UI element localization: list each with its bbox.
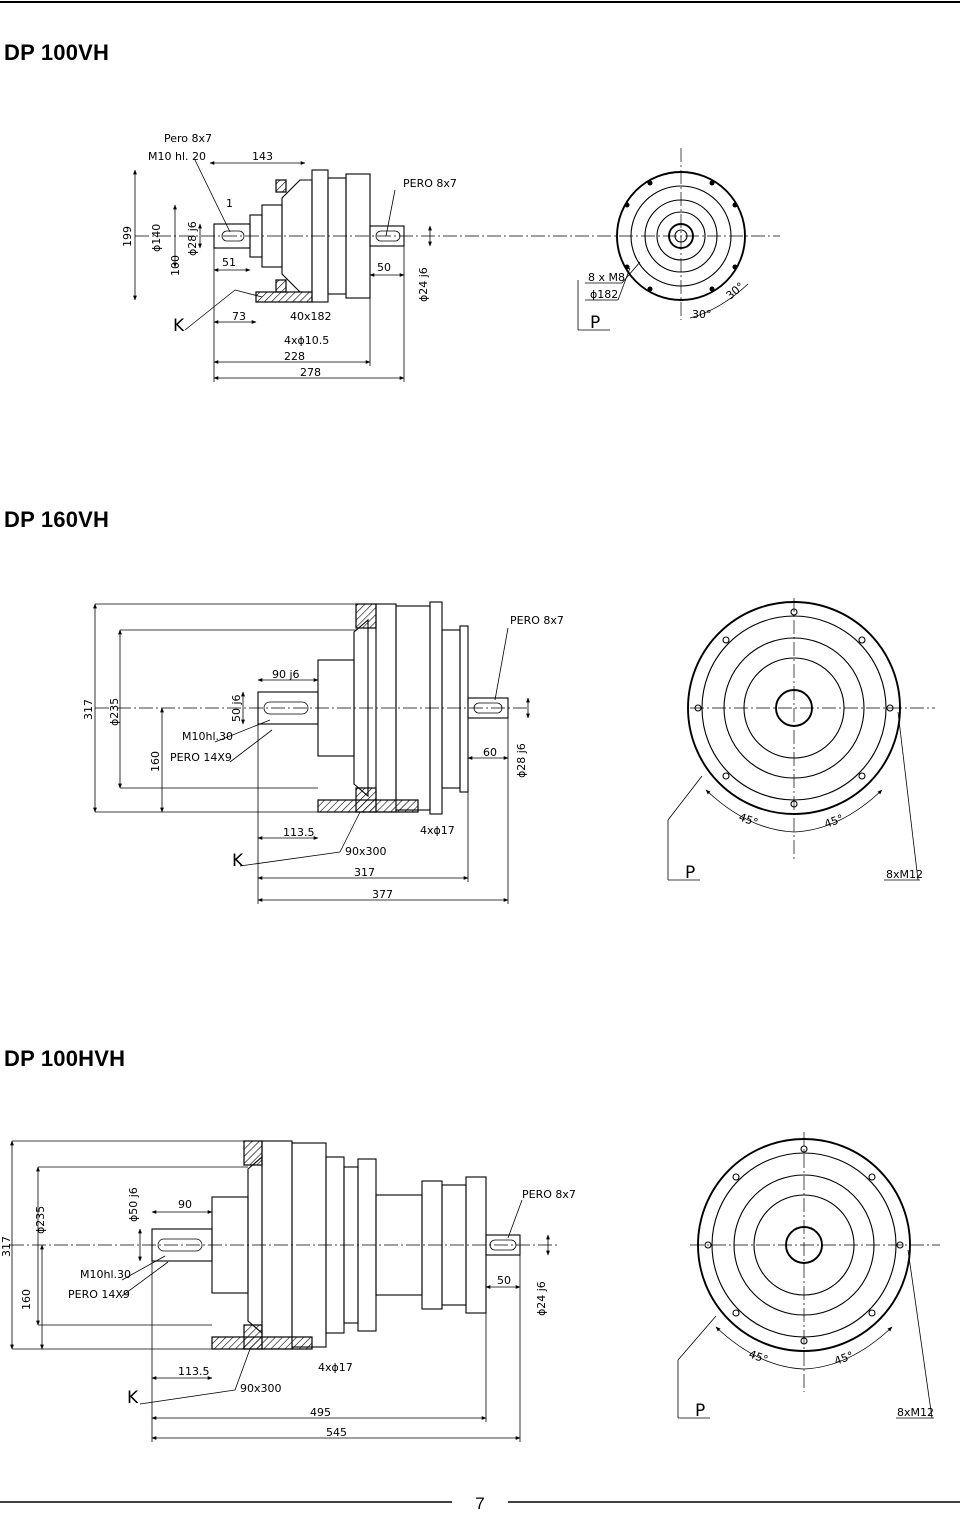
svg-text:P: P xyxy=(685,863,695,883)
svg-text:50: 50 xyxy=(497,1274,511,1287)
svg-text:M10hl.30: M10hl.30 xyxy=(80,1268,131,1281)
svg-text:317: 317 xyxy=(82,699,95,720)
svg-text:PERO 14X9: PERO 14X9 xyxy=(68,1288,130,1301)
dp100vh-side-labels: Pero 8x7 M10 hl. 20 143 1 PERO 8x7 199 ϕ… xyxy=(121,132,457,379)
svg-text:K: K xyxy=(127,1388,139,1408)
dp160vh-side-labels: PERO 8x7 90 j6 317 ϕ235 50 j6 M10hl.30 1… xyxy=(82,614,564,901)
svg-text:45°: 45° xyxy=(747,1348,770,1367)
svg-text:199: 199 xyxy=(121,226,134,247)
dp100hvh-side-view xyxy=(10,1140,560,1442)
svg-text:30°: 30° xyxy=(692,308,712,321)
svg-text:ϕ235: ϕ235 xyxy=(108,698,121,726)
svg-text:60: 60 xyxy=(483,746,497,759)
svg-text:4xϕ17: 4xϕ17 xyxy=(318,1361,353,1374)
dp100hvh-side-labels: ϕ50 j6 90 PERO 8x7 317 ϕ235 M10hl.30 160… xyxy=(0,1187,576,1439)
page-number: 7 xyxy=(475,1494,485,1513)
section-title-dp160vh: DP 160VH xyxy=(4,507,110,532)
svg-text:ϕ24 j6: ϕ24 j6 xyxy=(417,267,430,302)
dp100hvh-front-view xyxy=(677,1132,940,1419)
dp100vh-front-labels: 8 x M8 ϕ182 P 30° 30° xyxy=(588,271,747,333)
svg-text:M10 hl. 20: M10 hl. 20 xyxy=(148,150,206,163)
svg-text:ϕ235: ϕ235 xyxy=(34,1206,47,1234)
svg-text:45°: 45° xyxy=(833,1349,856,1368)
svg-text:377: 377 xyxy=(372,888,393,901)
svg-text:4xϕ17: 4xϕ17 xyxy=(420,824,455,837)
svg-text:160: 160 xyxy=(149,751,162,772)
svg-text:50 j6: 50 j6 xyxy=(230,694,243,722)
svg-text:P: P xyxy=(590,313,600,333)
svg-text:PERO 8x7: PERO 8x7 xyxy=(510,614,564,627)
svg-text:73: 73 xyxy=(232,310,246,323)
dp100vh-front-view xyxy=(577,148,749,331)
svg-text:160: 160 xyxy=(20,1289,33,1310)
dp160vh-front-labels: 45° 45° P 8xM12 xyxy=(685,811,923,883)
dp100vh-side-view xyxy=(133,159,780,382)
svg-text:317: 317 xyxy=(354,866,375,879)
svg-text:4xϕ10.5: 4xϕ10.5 xyxy=(284,334,329,347)
svg-text:PERO 14X9: PERO 14X9 xyxy=(170,751,232,764)
svg-text:ϕ140: ϕ140 xyxy=(150,224,163,252)
svg-text:317: 317 xyxy=(0,1236,13,1257)
dp160vh-front-view xyxy=(667,598,935,881)
section-title-dp100hvh: DP 100HVH xyxy=(4,1046,126,1071)
svg-text:90x300: 90x300 xyxy=(240,1382,282,1395)
svg-text:PERO 8x7: PERO 8x7 xyxy=(403,177,457,190)
section-title-dp100vh: DP 100VH xyxy=(4,40,110,65)
svg-text:100: 100 xyxy=(169,255,182,276)
svg-text:8xM12: 8xM12 xyxy=(886,868,923,881)
svg-text:143: 143 xyxy=(252,150,273,163)
svg-text:1: 1 xyxy=(226,197,233,210)
svg-text:51: 51 xyxy=(222,256,236,269)
svg-text:M10hl.30: M10hl.30 xyxy=(182,730,233,743)
dp160vh-side-view xyxy=(93,601,530,904)
svg-text:90 j6: 90 j6 xyxy=(272,668,300,681)
svg-text:228: 228 xyxy=(284,350,305,363)
svg-text:50: 50 xyxy=(377,261,391,274)
svg-text:113.5: 113.5 xyxy=(178,1365,210,1378)
svg-text:8 x M8: 8 x M8 xyxy=(588,271,625,284)
svg-text:Pero 8x7: Pero 8x7 xyxy=(164,132,212,145)
dp100hvh-front-labels: 45° 45° P 8xM12 xyxy=(695,1348,934,1421)
svg-text:ϕ28 j6: ϕ28 j6 xyxy=(515,743,528,778)
svg-text:545: 545 xyxy=(326,1426,347,1439)
svg-text:90: 90 xyxy=(178,1198,192,1211)
svg-text:30°: 30° xyxy=(724,280,747,302)
svg-text:113.5: 113.5 xyxy=(283,826,315,839)
svg-text:PERO 8x7: PERO 8x7 xyxy=(522,1188,576,1201)
svg-text:K: K xyxy=(232,851,244,871)
svg-text:45°: 45° xyxy=(737,811,760,830)
svg-text:ϕ182: ϕ182 xyxy=(590,288,618,301)
svg-text:ϕ50 j6: ϕ50 j6 xyxy=(127,1187,140,1222)
svg-text:40x182: 40x182 xyxy=(290,310,332,323)
svg-text:278: 278 xyxy=(300,366,321,379)
svg-text:45°: 45° xyxy=(823,812,846,831)
svg-text:P: P xyxy=(695,1401,705,1421)
svg-text:8xM12: 8xM12 xyxy=(897,1406,934,1419)
svg-text:ϕ24 j6: ϕ24 j6 xyxy=(535,1281,548,1316)
svg-text:K: K xyxy=(173,316,185,336)
svg-text:90x300: 90x300 xyxy=(345,845,387,858)
svg-text:ϕ28 j6: ϕ28 j6 xyxy=(186,221,199,256)
svg-text:495: 495 xyxy=(310,1406,331,1419)
